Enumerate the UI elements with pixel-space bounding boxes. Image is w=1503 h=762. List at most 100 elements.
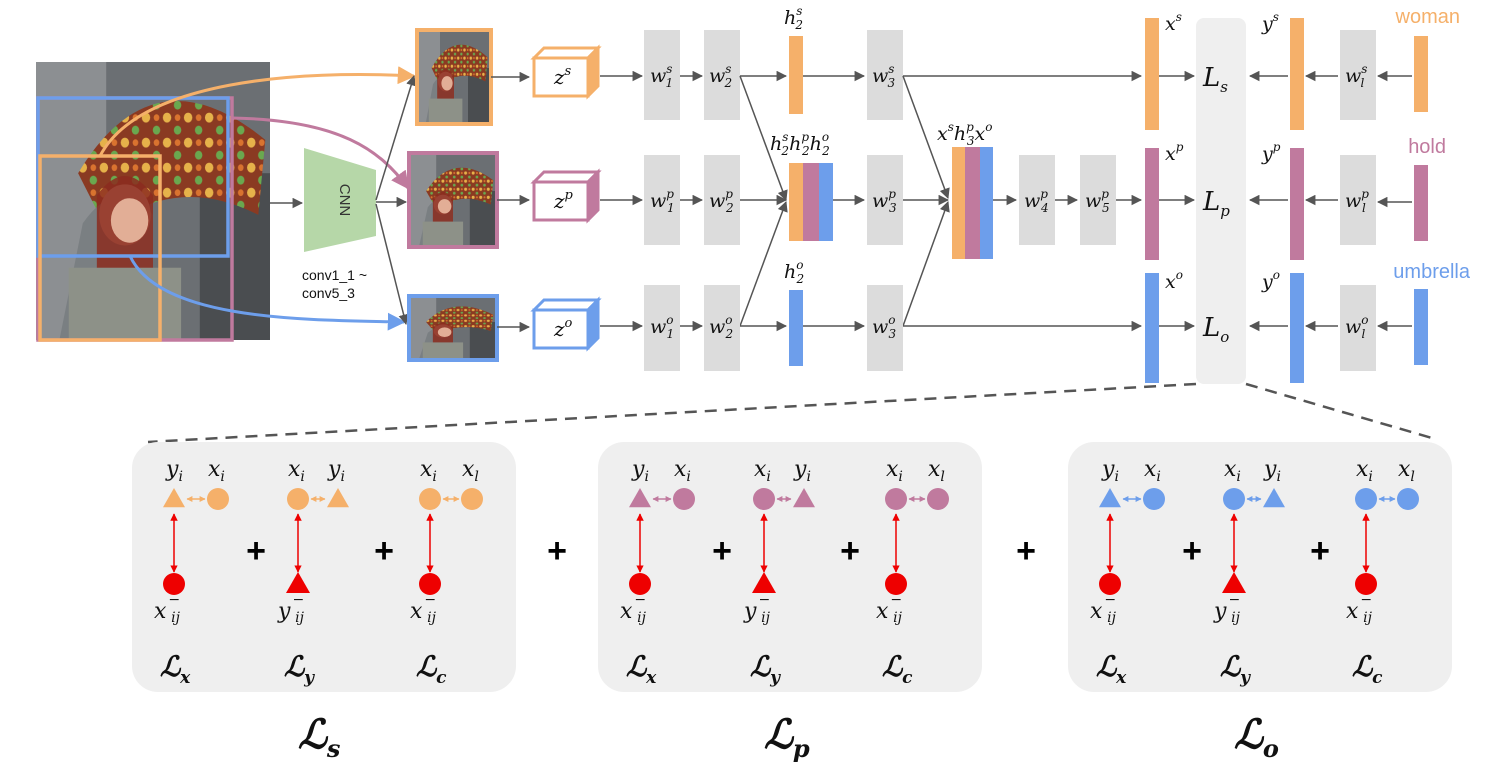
svg-text:yo: yo	[1261, 268, 1280, 293]
svg-text:zs: zs	[553, 64, 572, 89]
negative-triangle	[286, 572, 310, 593]
math-label: xl	[928, 457, 945, 485]
anchor-triangle	[163, 488, 185, 508]
cnn-layers-line1: conv1_1 ~	[302, 267, 367, 283]
plus-sign: +	[712, 532, 732, 570]
plus-sign: +	[1310, 532, 1330, 570]
class-embedding-subject	[1414, 36, 1428, 112]
negative-triangle	[1222, 572, 1246, 593]
math-label: x−ij	[620, 592, 647, 626]
panel-title: ℒp	[764, 711, 810, 762]
positive-circle	[673, 488, 695, 510]
anchor-circle	[1355, 488, 1377, 510]
loss-term-label: ℒc	[882, 650, 913, 688]
math-label: xi	[208, 457, 225, 485]
x-p-bar	[1145, 148, 1159, 260]
h2-concat-bars	[789, 163, 833, 241]
wl-p-block	[1340, 155, 1376, 245]
svg-text:wpl: wpl	[1345, 187, 1369, 215]
loss-column	[1196, 18, 1246, 384]
class-label-subject: woman	[1395, 6, 1460, 28]
class-label-object: umbrella	[1393, 261, 1471, 283]
svg-text:wp1: wp1	[650, 187, 675, 215]
subject-feature-cube: zs	[530, 44, 602, 100]
x-o-bar	[1145, 273, 1159, 383]
anchor-circle	[287, 488, 309, 510]
svg-text:wsl: wsl	[1345, 62, 1367, 90]
w1-o-block	[644, 285, 680, 371]
object-crop	[407, 294, 499, 362]
math-label: xi	[674, 457, 691, 485]
svg-text:wp4: wp4	[1024, 187, 1049, 215]
loss-term-label: ℒx	[626, 650, 657, 688]
negative-circle	[163, 573, 185, 595]
panel-title: ℒo	[1234, 711, 1279, 762]
math-label: yi	[1263, 457, 1281, 485]
svg-text:ho2: ho2	[784, 258, 804, 286]
y-s-bar	[1290, 18, 1304, 130]
loss-o-label: Lo	[1202, 313, 1229, 346]
positive-circle	[927, 488, 949, 510]
math-label: xi	[1224, 457, 1241, 485]
svg-text:xs: xs	[1165, 10, 1182, 35]
x-s-bar	[1145, 18, 1159, 130]
anchor-circle	[885, 488, 907, 510]
panel-title: ℒs	[298, 711, 341, 762]
svg-text:wp3: wp3	[872, 187, 897, 215]
cnn-layers-line2: conv5_3	[302, 285, 355, 301]
math-label: yi	[1101, 457, 1119, 485]
cnn-to-object-arrow	[375, 203, 409, 326]
svg-text:wol: wol	[1345, 313, 1369, 341]
w4-p-block	[1019, 155, 1055, 245]
w5-p-block	[1080, 155, 1116, 245]
svg-text:ys: ys	[1261, 10, 1279, 35]
plus-sign: +	[246, 532, 266, 570]
anchor-triangle	[1099, 488, 1121, 508]
wl-o-block	[1340, 285, 1376, 371]
negative-circle	[1099, 573, 1121, 595]
math-label: xi	[420, 457, 437, 485]
math-label: x−ij	[876, 592, 903, 626]
math-label: yi	[165, 457, 183, 485]
subject-crop	[415, 28, 493, 126]
anchor-triangle	[629, 488, 651, 508]
y-o-bar	[1290, 273, 1304, 383]
x-concat-bars	[952, 147, 993, 259]
w1-s-block	[644, 30, 680, 120]
positive-triangle	[793, 488, 815, 508]
positive-circle	[207, 488, 229, 510]
svg-text:ws3: ws3	[872, 62, 895, 90]
positive-circle	[1397, 488, 1419, 510]
input-image	[36, 62, 270, 342]
svg-text:zo: zo	[553, 316, 573, 341]
w2-o-block	[704, 285, 740, 371]
math-label: xl	[1398, 457, 1415, 485]
h2-o-bar	[789, 290, 803, 366]
zoom-line-left	[147, 382, 1197, 444]
positive-circle	[461, 488, 483, 510]
loss-term-label: ℒy	[750, 650, 781, 688]
loss-term-label: ℒc	[416, 650, 447, 688]
negative-circle	[885, 573, 907, 595]
math-label: xl	[462, 457, 479, 485]
plus-sign: +	[1016, 532, 1036, 570]
math-label: yi	[793, 457, 811, 485]
w3-o-block	[867, 285, 903, 371]
predicate-crop-arrow	[231, 116, 410, 190]
positive-circle	[1143, 488, 1165, 510]
math-label: yi	[631, 457, 649, 485]
class-embedding-predicate	[1414, 165, 1428, 241]
wl-s-block	[1340, 30, 1376, 120]
math-label: x−ij	[1346, 592, 1373, 626]
